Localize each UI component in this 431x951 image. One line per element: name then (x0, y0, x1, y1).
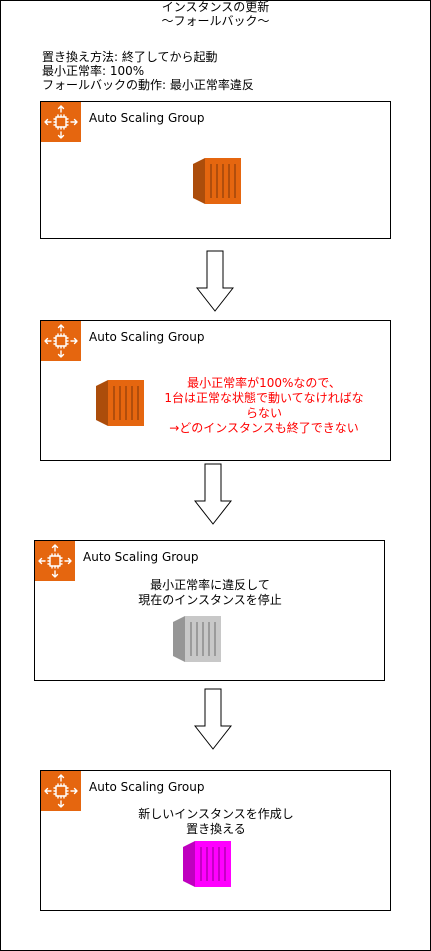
ec2-instance-icon (183, 841, 231, 887)
group-label: Auto Scaling Group (89, 780, 205, 794)
note-line-1: 最小正常率に違反して (150, 578, 270, 592)
note-line-2: 置き換える (186, 822, 246, 836)
auto-scaling-group-4: Auto Scaling Group 新しいインスタンスを作成し 置き換える (40, 770, 391, 911)
note-line-1: 新しいインスタンスを作成し (138, 807, 294, 821)
group-label: Auto Scaling Group (89, 330, 205, 344)
constraint-note: 最小正常率が100%なので、 1台は正常な状態で動いてなければな らない →どの… (149, 376, 379, 436)
down-arrow-icon (194, 463, 232, 525)
auto-scaling-group-icon (41, 321, 81, 361)
auto-scaling-group-icon (35, 541, 75, 581)
ec2-instance-icon (173, 616, 221, 662)
note-line-2: 現在のインスタンスを停止 (138, 593, 282, 607)
note-line-2: 1台は正常な状態で動いてなければな (164, 391, 364, 405)
description-line-3: フォールバックの動作: 最小正常率違反 (42, 78, 254, 92)
ec2-instance-icon (193, 158, 241, 204)
auto-scaling-group-3: Auto Scaling Group 最小正常率に違反して 現在のインスタンスを… (34, 540, 385, 681)
action-note: 新しいインスタンスを作成し 置き換える (131, 807, 301, 837)
title-line-2: ～フォールバック～ (161, 14, 270, 28)
down-arrow-icon (194, 688, 232, 750)
title-line-1: インスタンスの更新 (161, 0, 270, 14)
auto-scaling-group-icon (41, 102, 81, 142)
description-line-1: 置き換え方法: 終了してから起動 (42, 50, 218, 64)
note-line-1: 最小正常率が100%なので、 (187, 376, 341, 390)
diagram-title: インスタンスの更新 ～フォールバック～ (0, 0, 431, 28)
group-label: Auto Scaling Group (83, 550, 199, 564)
auto-scaling-group-1: Auto Scaling Group (40, 101, 391, 239)
ec2-instance-icon (96, 380, 144, 426)
group-label: Auto Scaling Group (89, 111, 205, 125)
auto-scaling-group-icon (41, 771, 81, 811)
action-note: 最小正常率に違反して 現在のインスタンスを停止 (130, 578, 290, 608)
description-line-2: 最小正常率: 100% (42, 64, 145, 78)
note-line-3: らない (245, 406, 282, 420)
down-arrow-icon (196, 250, 234, 312)
note-line-4: →どのインスタンスも終了できない (169, 421, 359, 435)
settings-description: 置き換え方法: 終了してから起動 最小正常率: 100% フォールバックの動作:… (42, 50, 254, 92)
auto-scaling-group-2: Auto Scaling Group 最小正常率が100%なので、 1台は正常な… (40, 320, 391, 461)
